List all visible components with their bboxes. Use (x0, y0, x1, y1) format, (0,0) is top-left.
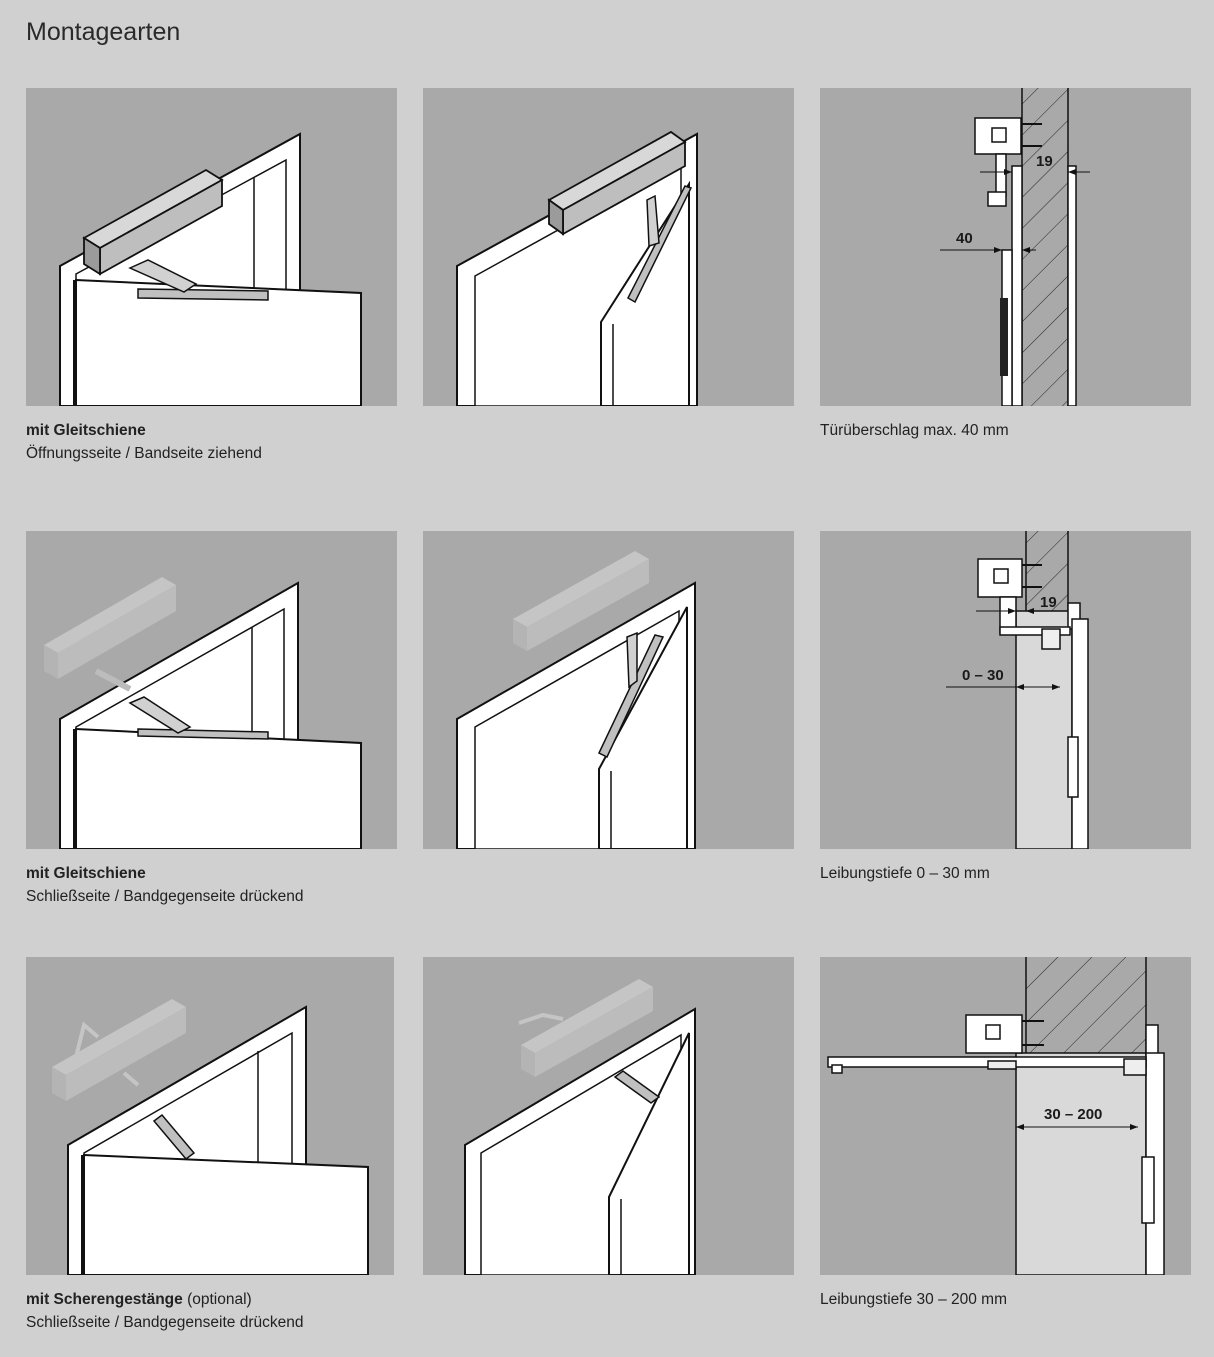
dim-label: 30 – 200 (1044, 1106, 1102, 1123)
detail-caption-row-3: Leibungstiefe 30 – 200 mm (820, 1291, 1007, 1308)
caption-subtitle: Öffnungsseite / Bandseite ziehend (26, 445, 262, 462)
dim-label: 19 (1040, 594, 1057, 611)
dim-label: 19 (1036, 153, 1053, 170)
illustration-slide-rail-pull-side-a (26, 88, 397, 406)
dim-label: 40 (956, 230, 973, 247)
detail-caption-row-1: Türüberschlag max. 40 mm (820, 422, 1009, 439)
caption-subtitle: Schließseite / Bandgegenseite drückend (26, 888, 304, 905)
illustration-slide-rail-push-side-a (26, 531, 397, 849)
caption-row-2: mit Gleitschiene Schließseite / Bandgege… (26, 862, 303, 908)
caption-row-3: mit Scherengestänge (optional) Schließse… (26, 1288, 303, 1334)
detail-reveal-depth-0-30: 19 0 – 30 (820, 531, 1191, 849)
detail-reveal-depth-30-200: 30 – 200 (820, 957, 1191, 1275)
detail-door-overlap: 19 40 (820, 88, 1191, 406)
detail-caption-row-2: Leibungstiefe 0 – 30 mm (820, 865, 990, 882)
page-title: Montagearten (26, 18, 181, 46)
illustration-scissor-arm-b (423, 957, 794, 1275)
illustration-slide-rail-pull-side-b (423, 88, 794, 406)
caption-note: (optional) (182, 1291, 252, 1308)
caption-title: mit Gleitschiene (26, 422, 146, 439)
caption-subtitle: Schließseite / Bandgegenseite drückend (26, 1314, 304, 1331)
caption-row-1: mit Gleitschiene Öffnungsseite / Bandsei… (26, 419, 262, 465)
caption-title: mit Scherengestänge (26, 1291, 183, 1308)
caption-title: mit Gleitschiene (26, 865, 146, 882)
illustration-slide-rail-push-side-b (423, 531, 794, 849)
dim-label: 0 – 30 (962, 667, 1004, 684)
illustration-scissor-arm-a (26, 957, 394, 1275)
